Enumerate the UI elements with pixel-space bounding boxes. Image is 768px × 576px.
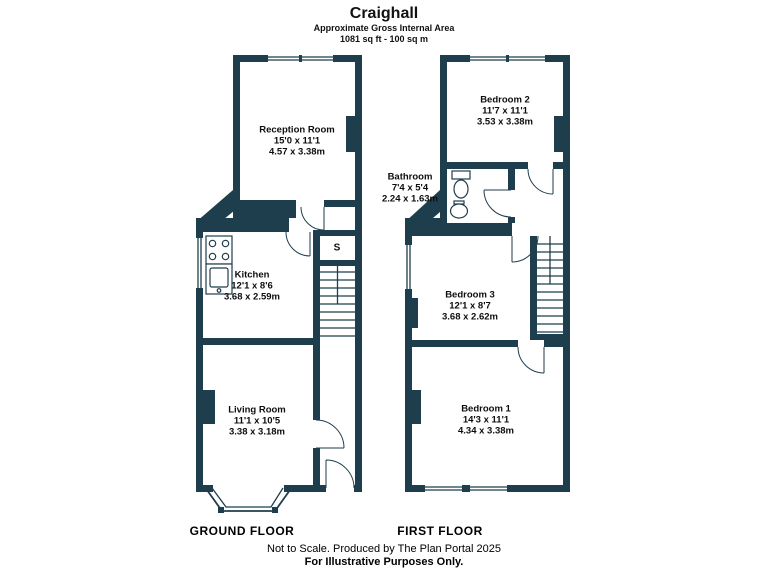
ground-chimney-breasts [196, 116, 362, 424]
room-dim-metric: 3.38 x 3.18m [229, 426, 285, 438]
room-name: Bedroom 2 [480, 94, 530, 106]
room-name: Bedroom 1 [461, 403, 511, 415]
first-floor-caption: FIRST FLOOR [397, 524, 483, 538]
room-dim-metric: 3.68 x 2.59m [224, 291, 280, 303]
room-label-living: Living Room 11'1 x 10'5 3.38 x 3.18m [228, 405, 286, 438]
kitchen-window [197, 238, 202, 288]
room-name: Living Room [228, 404, 286, 416]
title-block: Craighall Approximate Gross Internal Are… [0, 5, 768, 45]
room-name: Bedroom 3 [445, 289, 495, 301]
page-title: Craighall [349, 5, 419, 22]
title-subtitle: Approximate Gross Internal Area [313, 23, 455, 33]
room-dim-metric: 2.24 x 1.63m [382, 193, 438, 205]
room-label-bedroom3: Bedroom 3 12'1 x 8'7 3.68 x 2.62m [442, 290, 498, 323]
room-dim-metric: 4.34 x 3.38m [458, 425, 514, 437]
basin-icon [449, 200, 469, 219]
room-dim-imperial: 11'7 x 11'1 [482, 105, 528, 117]
room-dim-imperial: 7'4 x 5'4 [391, 182, 429, 194]
reception-window-mullion [299, 55, 302, 62]
storage-label: S [333, 242, 341, 254]
first-door-arcs [483, 168, 554, 374]
room-name: Bathroom [387, 171, 433, 183]
room-dim-imperial: 12'1 x 8'6 [231, 280, 273, 292]
room-dim-imperial: 14'3 x 11'1 [462, 414, 510, 426]
first-floor-plan [405, 55, 570, 492]
bedroom3-window [406, 245, 411, 289]
room-dim-metric: 4.57 x 3.38m [268, 146, 325, 158]
room-dim-metric: 3.68 x 2.62m [442, 311, 498, 323]
first-rooms [405, 55, 563, 492]
room-dim-metric: 3.53 x 3.38m [477, 116, 533, 128]
footer-illustrative: For Illustrative Purposes Only. [304, 556, 464, 568]
bedroom2-window-mullion [506, 55, 509, 62]
ground-floor-caption: GROUND FLOOR [189, 524, 295, 538]
room-name: Reception Room [259, 124, 335, 136]
room-label-kitchen: Kitchen 12'1 x 8'6 3.68 x 2.59m [224, 270, 280, 303]
room-name: Kitchen [234, 269, 270, 281]
stairs-icon-ground [320, 266, 355, 337]
ground-door-arcs [285, 206, 355, 489]
room-dim-imperial: 15'0 x 11'1 [273, 135, 321, 147]
room-dim-imperial: 12'1 x 8'7 [449, 300, 491, 312]
kitchen-sink-icon [205, 263, 233, 295]
room-label-bathroom: Bathroom 7'4 x 5'4 2.24 x 1.63m [382, 172, 438, 205]
title-area: 1081 sq ft - 100 sq m [339, 34, 429, 44]
bedroom1-windows [425, 486, 507, 491]
bay-window [206, 485, 291, 513]
toilet-icon [451, 170, 471, 199]
oven-icon [205, 235, 233, 265]
stairs-icon-first [537, 236, 563, 333]
room-label-bedroom1: Bedroom 1 14'3 x 11'1 4.34 x 3.38m [458, 404, 514, 437]
first-chimney-breasts [405, 116, 570, 424]
room-label-reception: Reception Room 15'0 x 11'1 4.57 x 3.38m [259, 125, 334, 158]
footer-disclaimer: Not to Scale. Produced by The Plan Porta… [267, 543, 501, 555]
room-label-bedroom2: Bedroom 2 11'7 x 11'1 3.53 x 3.38m [477, 95, 533, 128]
room-dim-imperial: 11'1 x 10'5 [233, 415, 281, 427]
ground-floor-plan [196, 55, 362, 513]
